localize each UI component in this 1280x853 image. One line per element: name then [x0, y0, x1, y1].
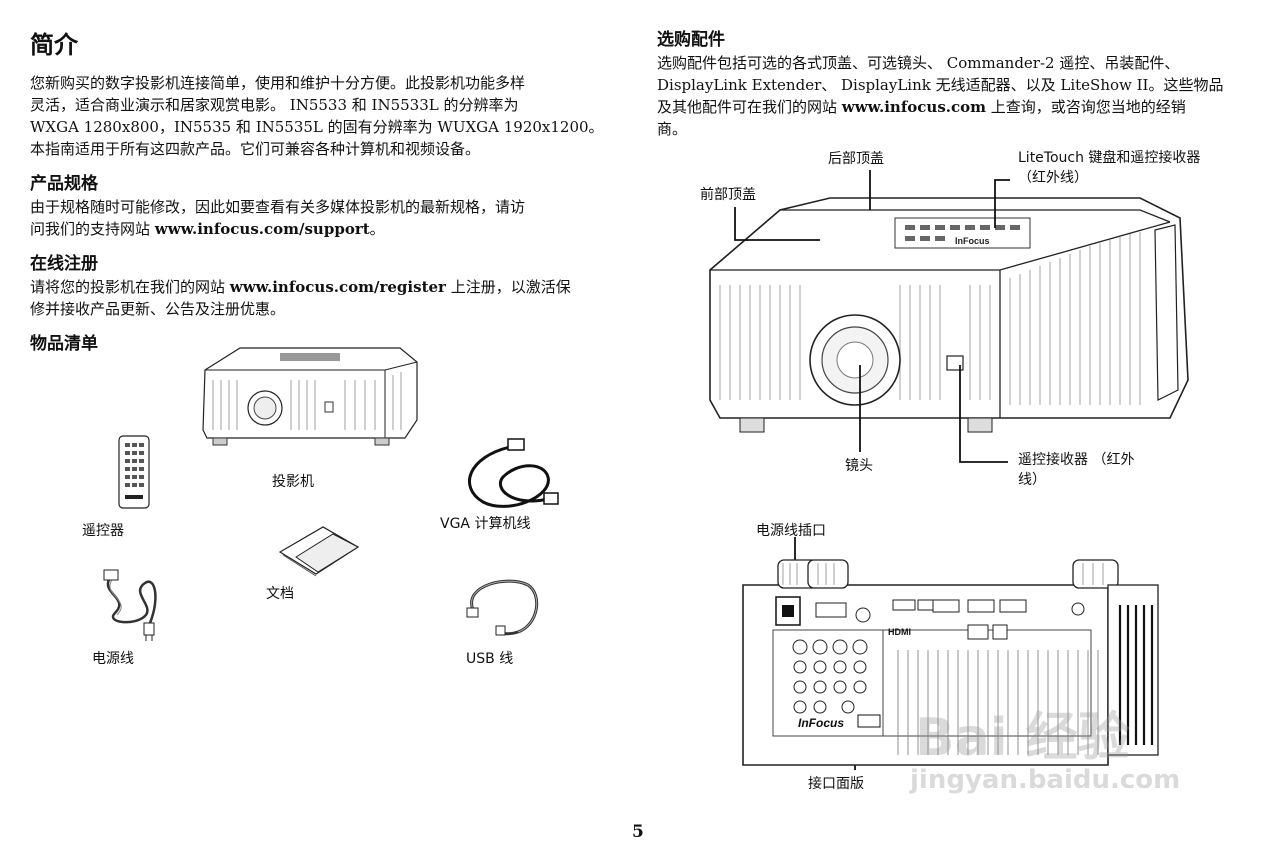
front-cover-label: 前部顶盖 — [700, 187, 756, 203]
rear-cover-label: 后部顶盖 — [828, 151, 884, 167]
intro-line: 本指南适用于所有这四款产品。它们可兼容各种计算机和视频设备。 — [30, 140, 481, 158]
remote-illustration — [118, 435, 150, 509]
vga-cable-illustration — [467, 438, 559, 508]
spec-line: 由于规格随时可能修改，因此如要查看有关多媒体投影机的最新规格，请访 — [30, 198, 526, 216]
connector-panel-label: 接口面版 — [808, 776, 864, 792]
rear-panel-illustration: HDMI InFocus — [742, 559, 1159, 766]
reg-line: 请将您的投影机在我们的网站 — [30, 278, 230, 296]
ir-label-line2: 线） — [1018, 472, 1046, 488]
remote-label: 遥控器 — [82, 523, 124, 539]
watermark-brand: Bai 经验 — [915, 708, 1130, 768]
vga-cable-label: VGA 计算机线 — [440, 516, 531, 532]
infocus-link[interactable]: www.infocus.com — [841, 98, 987, 116]
intro-heading: 简介 — [30, 31, 78, 59]
acc-line-end: 上查询，或咨询您当地的经销 — [986, 98, 1186, 116]
watermark-url: jingyan.baidu.com — [910, 765, 1181, 795]
ir-receiver-label: 遥控接收器 （红外 线） — [1018, 450, 1134, 490]
reg-line: 修并接收产品更新、公告及注册优惠。 — [30, 300, 286, 318]
projector-small-illustration — [202, 347, 418, 446]
projector-label: 投影机 — [272, 474, 314, 490]
power-cord-label: 电源线 — [92, 651, 134, 667]
right-column: 选购配件 选购配件包括可选的各式顶盖、可选镜头、 Commander-2 遥控、… — [657, 25, 1257, 149]
svg-text:HDMI: HDMI — [888, 627, 911, 637]
page-number: 5 — [632, 822, 644, 842]
intro-paragraph: 您新购买的数字投影机连接简单，使用和维护十分方便。此投影机功能多样 灵活，适合商… — [30, 72, 625, 160]
left-column: 简介 您新购买的数字投影机连接简单，使用和维护十分方便。此投影机功能多样 灵活，… — [30, 25, 625, 356]
power-inlet-label: 电源线插口 — [756, 523, 826, 539]
spec-line-end: 。 — [369, 220, 385, 238]
usb-cable-label: USB 线 — [466, 651, 514, 667]
accessories-heading: 选购配件 — [657, 30, 725, 50]
keypad-label: LiteTouch 键盘和遥控接收器 （红外线） — [1018, 148, 1200, 188]
panel-brand-logo: InFocus — [798, 716, 844, 730]
lens-label: 镜头 — [845, 458, 873, 474]
power-cord-illustration — [103, 569, 157, 641]
spec-paragraph: 由于规格随时可能修改，因此如要查看有关多媒体投影机的最新规格，请访 问我们的支持… — [30, 196, 625, 240]
intro-line: WXGA 1280x800，IN5535 和 IN5535L 的固有分辨率为 W… — [30, 118, 604, 136]
register-link[interactable]: www.infocus.com/register — [229, 278, 446, 296]
keypad-label-line2: （红外线） — [1018, 170, 1088, 186]
registration-paragraph: 请将您的投影机在我们的网站 www.infocus.com/register 上… — [30, 276, 625, 320]
accessories-paragraph: 选购配件包括可选的各式顶盖、可选镜头、 Commander-2 遥控、吊装配件、… — [657, 52, 1257, 140]
ir-label-line1: 遥控接收器 （红外 — [1018, 452, 1135, 468]
registration-heading: 在线注册 — [30, 254, 98, 274]
projector-large-illustration: InFocus — [709, 197, 1189, 433]
projector-brand-mark: InFocus — [955, 236, 990, 246]
reg-line-end: 上注册，以激活保 — [445, 278, 571, 296]
usb-cable-illustration — [466, 579, 539, 636]
support-link[interactable]: www.infocus.com/support — [154, 220, 370, 238]
acc-line: 及其他配件可在我们的网站 — [657, 98, 842, 116]
documents-label: 文档 — [266, 586, 294, 602]
intro-line: 您新购买的数字投影机连接简单，使用和维护十分方便。此投影机功能多样 — [30, 74, 526, 92]
spec-line: 问我们的支持网站 — [30, 220, 155, 238]
box-contents-heading: 物品清单 — [30, 334, 98, 354]
acc-line: 选购配件包括可选的各式顶盖、可选镜头、 Commander-2 遥控、吊装配件、 — [657, 54, 1180, 72]
spec-heading: 产品规格 — [30, 174, 98, 194]
keypad-label-line1: LiteTouch 键盘和遥控接收器 — [1018, 150, 1201, 166]
intro-line: 灵活，适合商业演示和居家观赏电影。 IN5533 和 IN5533L 的分辨率为 — [30, 96, 519, 114]
acc-line: DisplayLink Extender、 DisplayLink 无线适配器、… — [657, 76, 1224, 94]
acc-line: 商。 — [657, 120, 688, 138]
documents-illustration — [278, 526, 360, 577]
